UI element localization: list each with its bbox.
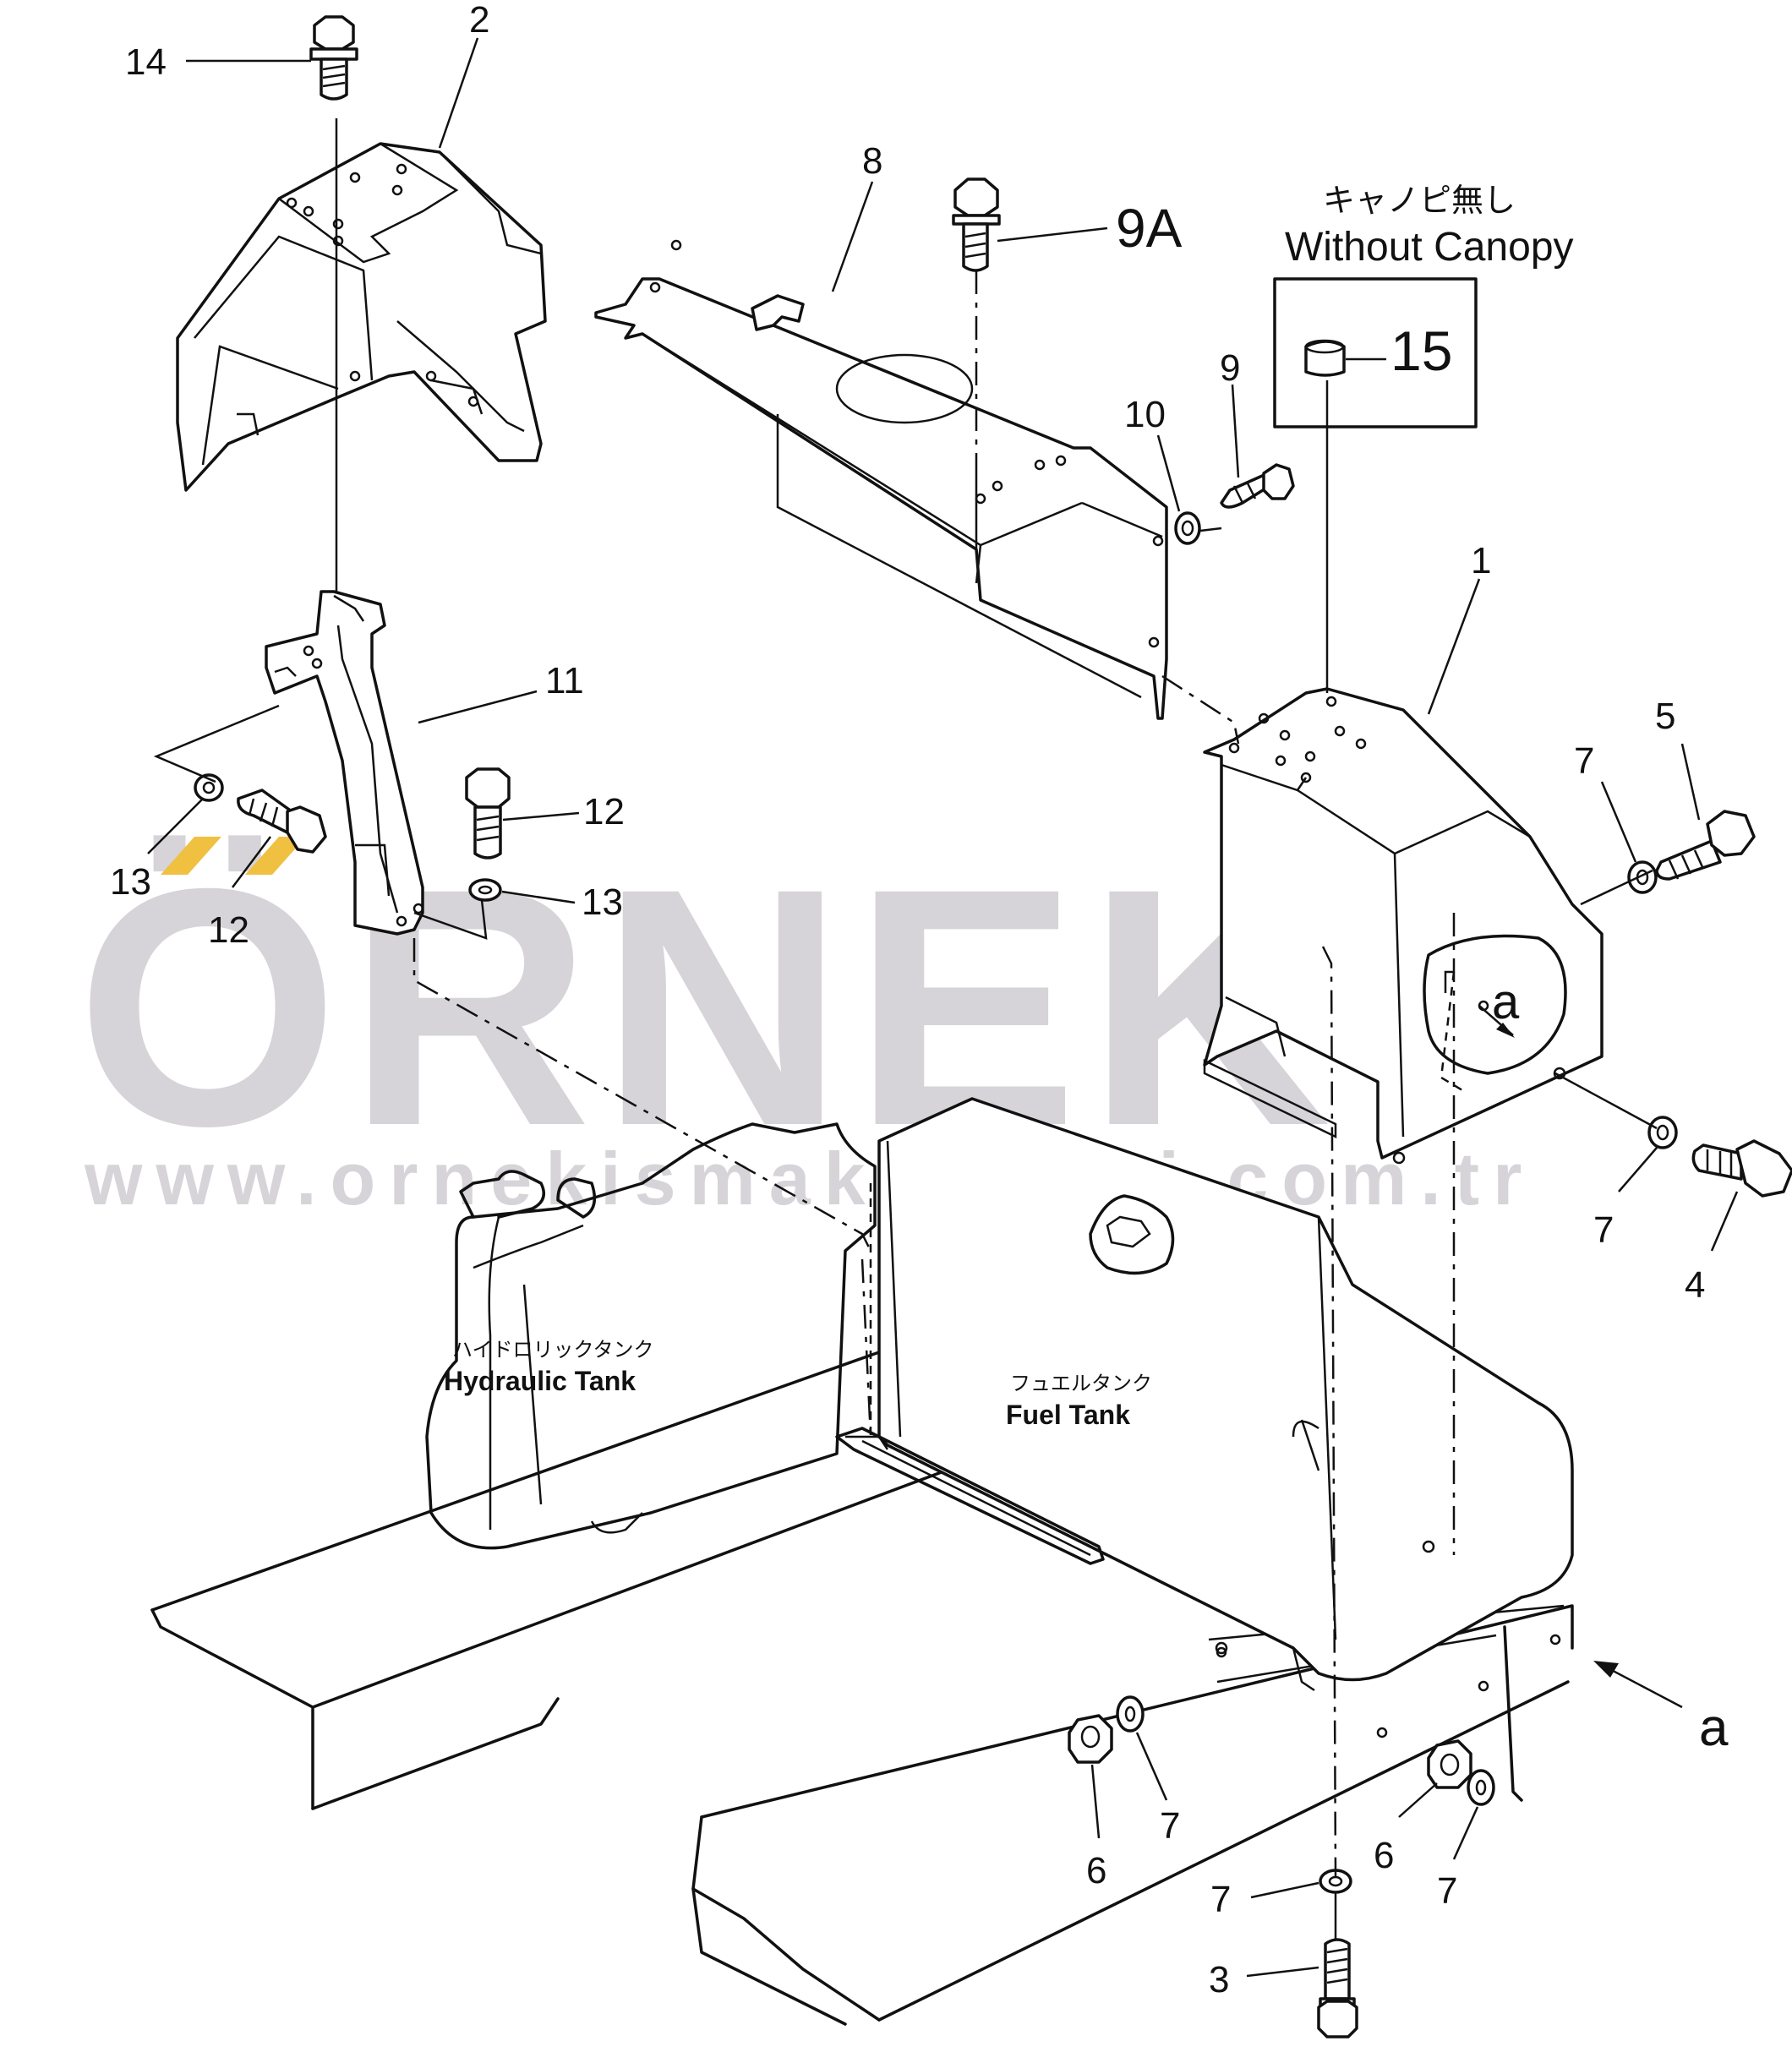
callout-9: 9: [1220, 347, 1240, 389]
callout-7-bottom-left: 7: [1160, 1805, 1180, 1847]
part-11-stand-bracket: [265, 590, 424, 936]
part-1-cover-box: a: [1203, 687, 1604, 1165]
base-frame: [150, 1351, 1574, 2026]
callout-11: 11: [545, 660, 584, 701]
fuel-cap-icon: [1089, 1194, 1175, 1275]
callout-7-upper: 7: [1574, 740, 1594, 782]
callout-1: 1: [1471, 540, 1491, 581]
part-7-washer-bottom-right: [1467, 1769, 1495, 1806]
hydraulic-tank: ハイドロリックタンク Hydraulic Tank: [425, 1122, 877, 1550]
callout-3: 3: [1209, 1959, 1229, 2000]
callout-7-bottom-center: 7: [1210, 1879, 1231, 1920]
callout-8: 8: [862, 140, 882, 182]
canopy-note-jp: キャノピ無し: [1323, 182, 1516, 219]
part-13-washer-center: [468, 878, 502, 902]
callout-13-center: 13: [582, 881, 623, 923]
callout-12-center: 12: [583, 791, 625, 832]
fuel-tank-label-en: Fuel Tank: [1006, 1400, 1130, 1430]
callout-14: 14: [125, 41, 167, 83]
fuel-tank-label: フュエルタンク Fuel Tank: [1006, 1372, 1152, 1430]
part-5-bolt: [1655, 810, 1756, 881]
hydraulic-tank-label-en: Hydraulic Tank: [444, 1366, 636, 1396]
assembly-lines: [153, 118, 1658, 1940]
view-arrow-a: a: [1593, 1661, 1729, 1757]
canopy-note-en: Without Canopy: [1285, 225, 1574, 270]
part-7-washer-bottom-left: [1116, 1695, 1145, 1733]
callout-7-bottom-right: 7: [1437, 1870, 1457, 1912]
callout-6-right: 6: [1374, 1835, 1394, 1876]
callout-12-left: 12: [208, 909, 249, 951]
callout-7-right: 7: [1593, 1209, 1614, 1251]
callout-10: 10: [1124, 394, 1166, 435]
part-12-bolt-center: [465, 767, 511, 860]
part-4-bolt: [1691, 1139, 1792, 1198]
callout-2: 2: [469, 0, 489, 41]
callout-4: 4: [1685, 1264, 1705, 1306]
part-7-washer-upper: [1627, 860, 1658, 894]
callouts: 14 2 8 9A 15 9 10 1 11 12 13 13: [110, 0, 1739, 2000]
part-9-bolt: [1220, 463, 1295, 509]
detail-a-circle: a: [1423, 934, 1567, 1075]
callout-13-left: 13: [110, 861, 151, 903]
view-arrow-label: a: [1699, 1699, 1729, 1757]
fuel-tank-label-jp: フュエルタンク: [1010, 1372, 1152, 1395]
watermark-umlaut-icon: [161, 837, 306, 875]
callout-6-left: 6: [1086, 1850, 1106, 1891]
part-12-bolt-left: [237, 789, 327, 854]
part-3-bolt: [1317, 1938, 1358, 2038]
watermark-url: www.ornekismakinalari.com.tr: [84, 1137, 1535, 1220]
part-10-washer: [1174, 511, 1201, 545]
detail-a-label: a: [1492, 974, 1520, 1029]
canopy-note: キャノピ無し Without Canopy: [1273, 182, 1574, 428]
hydraulic-tank-label: ハイドロリックタンク Hydraulic Tank: [444, 1338, 654, 1396]
watermark: ÖRNEK www.ornekismakinalari.com.tr: [76, 818, 1535, 1220]
callout-15: 15: [1390, 319, 1452, 382]
part-14-bolt: [309, 15, 358, 101]
part-6-nut-right: [1427, 1739, 1472, 1789]
part-6-nut-left: [1068, 1714, 1113, 1764]
hydraulic-tank-label-jp: ハイドロリックタンク: [452, 1338, 654, 1362]
part-15-plug: [1304, 339, 1346, 377]
callout-9a: 9A: [1116, 198, 1183, 259]
callout-5: 5: [1655, 696, 1675, 737]
part-7-washer-right: [1647, 1116, 1678, 1149]
canopy-box: [1273, 277, 1478, 428]
fuel-tank: フュエルタンク Fuel Tank: [835, 1097, 1574, 1692]
part-9a-bolt: [952, 177, 1001, 272]
part-8-cover-plate: [594, 239, 1168, 720]
part-2-upper-bracket: [176, 142, 547, 492]
watermark-brand: ÖRNEK: [76, 818, 1340, 1196]
